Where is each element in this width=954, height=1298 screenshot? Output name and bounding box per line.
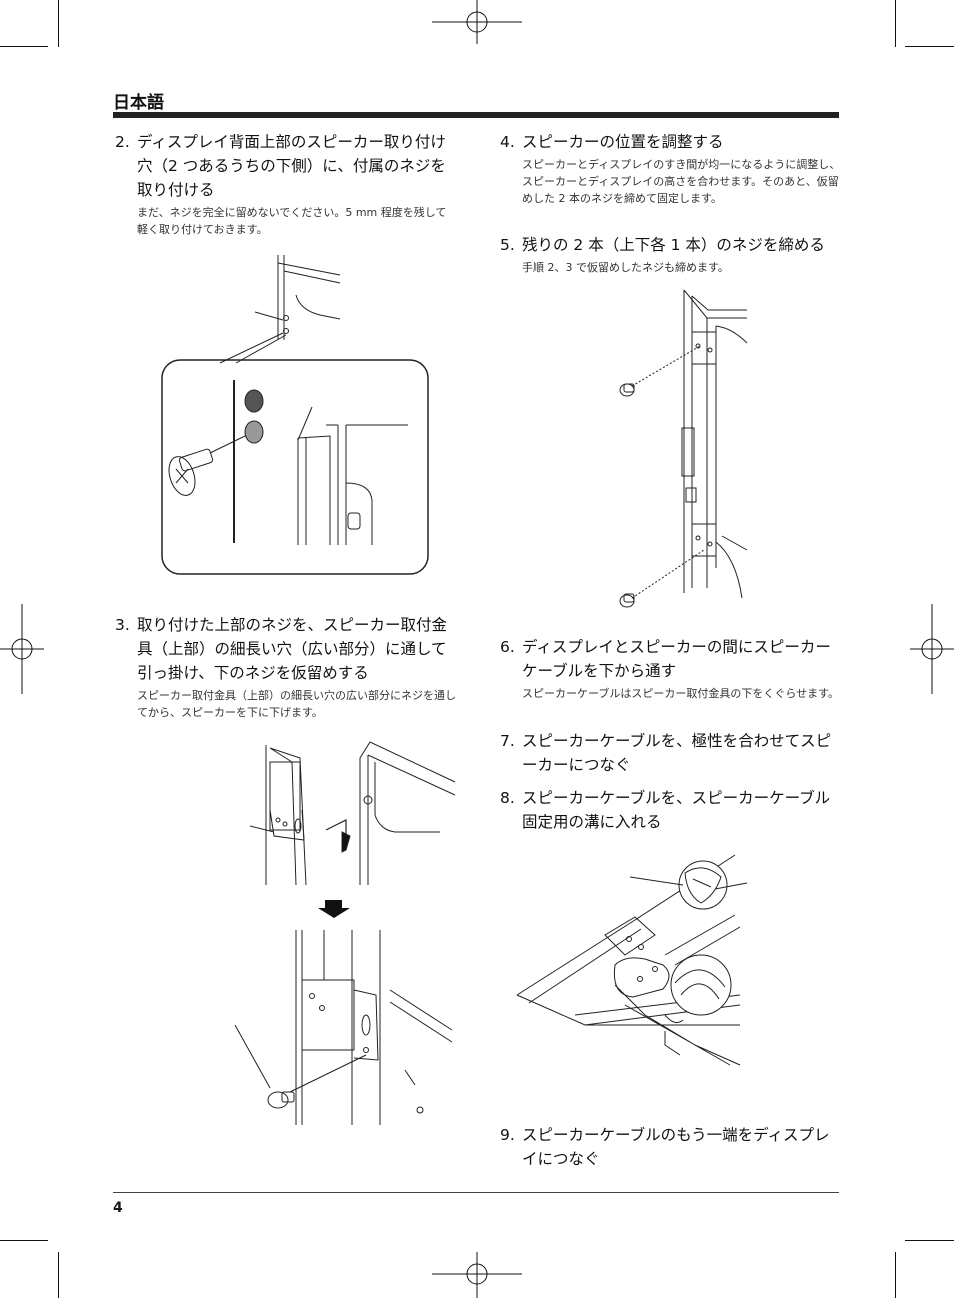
- figure-screw-attach: [150, 255, 440, 580]
- step-description: まだ、ネジを完全に留めないでください。5 mm 程度を残して軽く取り付けておきま…: [137, 206, 447, 236]
- step-description: スピーカーとディスプレイのすき間が均一になるように調整し、スピーカーとディスプレ…: [522, 158, 841, 205]
- step-9: 9. スピーカーケーブルのもう一端をディスプレイにつなぐ: [500, 1123, 842, 1171]
- step-title: スピーカーケーブルのもう一端をディスプレイにつなぐ: [522, 1126, 830, 1168]
- step-number: 6.: [500, 638, 515, 656]
- step-description: 手順 2、3 で仮留めしたネジも締めます。: [522, 261, 729, 274]
- step-2: 2. ディスプレイ背面上部のスピーカー取り付け穴（2 つあるうちの下側）に、付属の…: [115, 130, 457, 238]
- footer-rule: [113, 1192, 839, 1193]
- step-title: 取り付けた上部のネジを、スピーカー取付金具（上部）の細長い穴（広い部分）に通して…: [137, 616, 448, 682]
- step-title: ディスプレイとスピーカーの間にスピーカーケーブルを下から通す: [522, 638, 831, 680]
- step-number: 7.: [500, 732, 515, 750]
- step-5: 5. 残りの 2 本（上下各 1 本）のネジを締める 手順 2、3 で仮留めしたネ…: [500, 233, 842, 276]
- step-4: 4. スピーカーの位置を調整する スピーカーとディスプレイのすき間が均一になるよう…: [500, 130, 842, 207]
- step-title: 残りの 2 本（上下各 1 本）のネジを締める: [522, 236, 825, 254]
- step-description: スピーカーケーブルはスピーカー取付金具の下をくぐらせます。: [522, 687, 840, 700]
- step-title: スピーカーケーブルを、スピーカーケーブル固定用の溝に入れる: [522, 789, 831, 831]
- step-title: スピーカーケーブルを、極性を合わせてスピーカーにつなぐ: [522, 732, 832, 774]
- step-title: ディスプレイ背面上部のスピーカー取り付け穴（2 つあるうちの下側）に、付属のネジ…: [137, 133, 446, 199]
- figure-tighten-screws: [612, 288, 747, 613]
- title-rule: [113, 112, 839, 118]
- step-number: 2.: [115, 133, 130, 151]
- step-7: 7. スピーカーケーブルを、極性を合わせてスピーカーにつなぐ: [500, 729, 842, 777]
- page-number: 4: [113, 1200, 123, 1216]
- step-number: 4.: [500, 133, 515, 151]
- step-8: 8. スピーカーケーブルを、スピーカーケーブル固定用の溝に入れる: [500, 786, 842, 834]
- figure-cable-groove: [515, 855, 740, 1115]
- step-number: 5.: [500, 236, 515, 254]
- step-number: 8.: [500, 789, 515, 807]
- step-number: 9.: [500, 1126, 515, 1144]
- step-description: スピーカー取付金具（上部）の細長い穴の広い部分にネジを通してから、スピーカーを下…: [137, 689, 456, 719]
- step-3: 3. 取り付けた上部のネジを、スピーカー取付金具（上部）の細長い穴（広い部分）に通…: [115, 613, 457, 721]
- section-title: 日本語: [113, 93, 164, 113]
- step-title: スピーカーの位置を調整する: [522, 133, 724, 151]
- figure-speaker-hook: [230, 740, 455, 1125]
- step-6: 6. ディスプレイとスピーカーの間にスピーカーケーブルを下から通す スピーカーケー…: [500, 635, 842, 702]
- step-number: 3.: [115, 616, 130, 634]
